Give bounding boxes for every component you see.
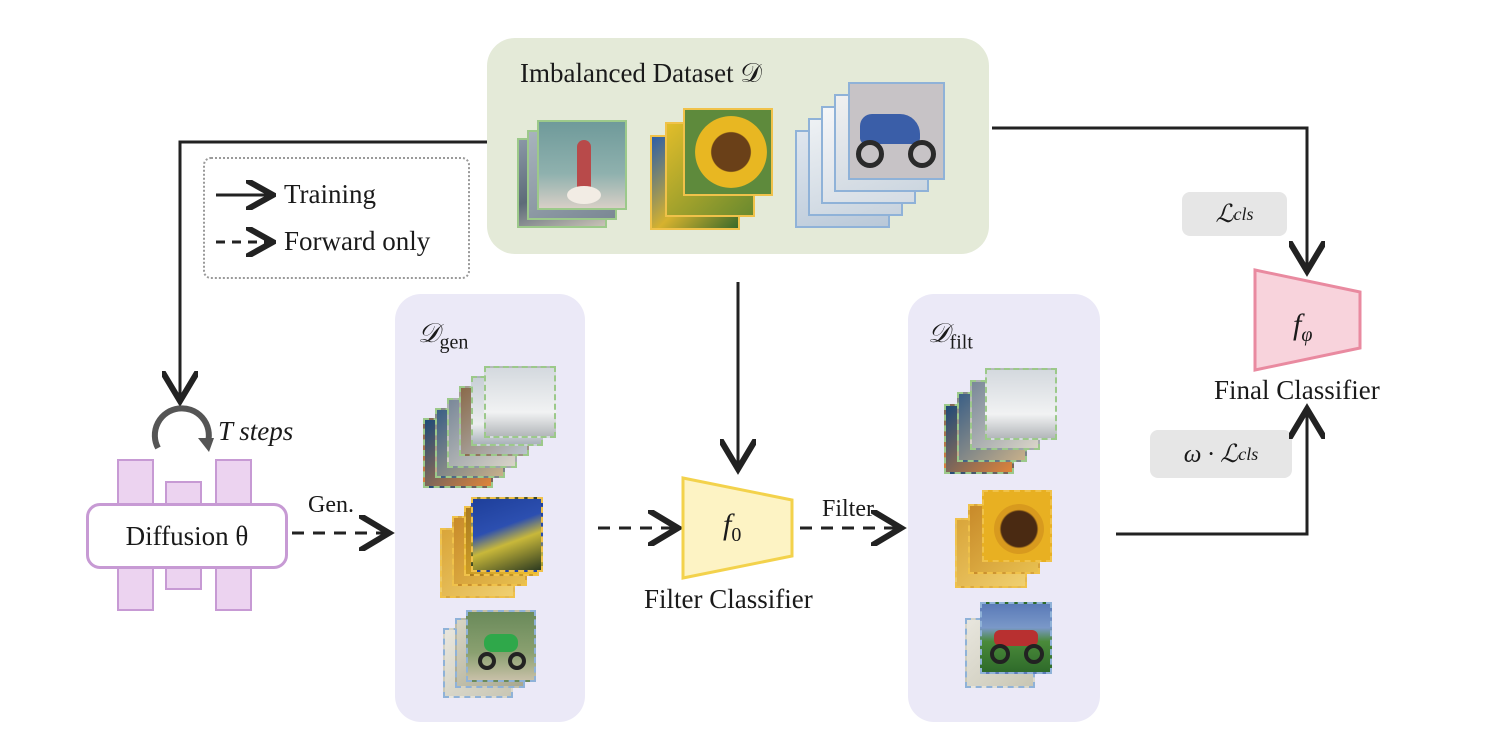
final-classifier-symbol: fφ [1293, 308, 1313, 346]
filter-classifier-symbol: f0 [723, 508, 742, 546]
training-arrow-to-final-classifier [992, 126, 1307, 268]
training-arrow-to-diffusion [180, 140, 487, 398]
diffusion-label: Diffusion θ [125, 520, 249, 551]
gen-arrow-label: Gen. [308, 492, 354, 518]
airplane-image [537, 120, 627, 210]
t-steps-loop-arrowhead [198, 438, 214, 452]
motorcycle-image [848, 82, 945, 180]
filtered-motorcycle-image [980, 602, 1052, 674]
filter-arrow-label: Filter [822, 496, 874, 522]
filter-classifier-shape [681, 476, 794, 580]
legend-box [203, 157, 470, 279]
generated-sunflower-image [471, 497, 543, 572]
dataset-title: Imbalanced Dataset 𝒟 [520, 58, 762, 88]
filtered-set-label: 𝒟filt [928, 318, 973, 354]
generated-set-label: 𝒟gen [418, 318, 469, 354]
filtered-airplane-image [985, 368, 1057, 440]
filter-classifier-caption: Filter Classifier [644, 584, 813, 614]
legend-training-label: Training [284, 179, 377, 209]
legend-forward-label: Forward only [284, 226, 431, 256]
final-classifier-caption: Final Classifier [1214, 375, 1380, 405]
final-classifier-shape [1253, 268, 1362, 372]
generated-airplane-image [484, 366, 556, 438]
sunflower-image [683, 108, 773, 196]
generated-motorcycle-image [466, 610, 536, 682]
legend-arrows [216, 170, 280, 260]
diffusion-model-box: Diffusion θ [86, 503, 288, 569]
diffusion-steps-label: T steps [218, 416, 294, 446]
training-arrow-filtered-to-final [1116, 412, 1307, 536]
t-steps-loop-arrow [151, 405, 212, 450]
filtered-sunflower-image [982, 490, 1052, 562]
